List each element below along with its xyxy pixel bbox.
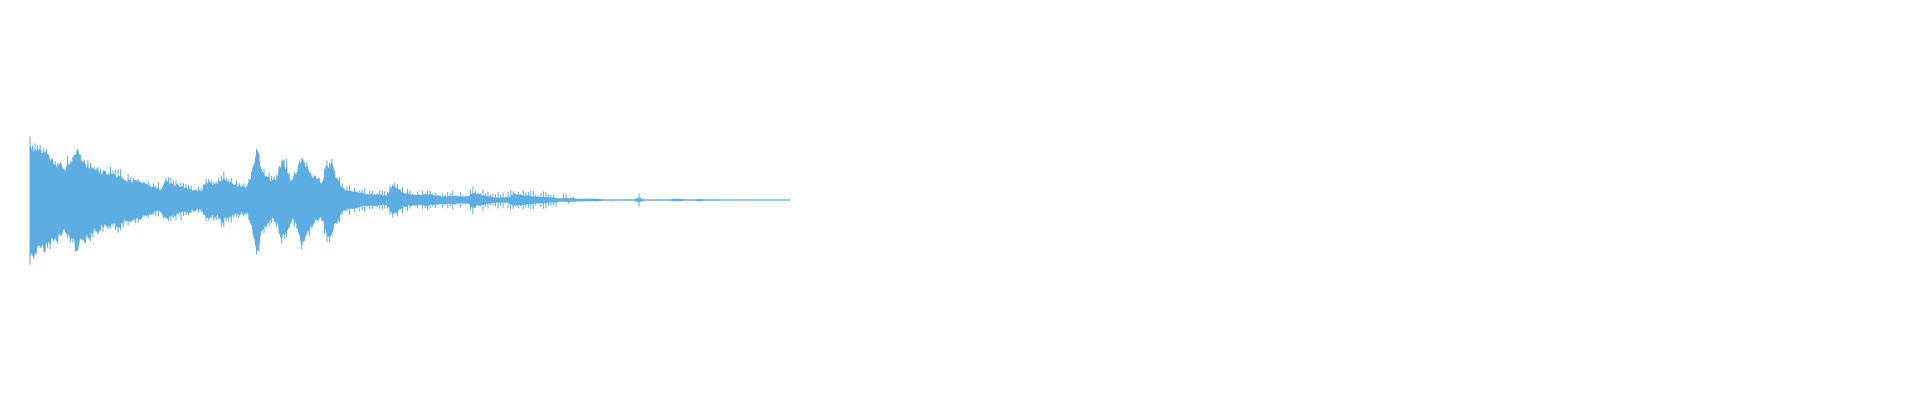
- waveform-shape: [29, 136, 791, 265]
